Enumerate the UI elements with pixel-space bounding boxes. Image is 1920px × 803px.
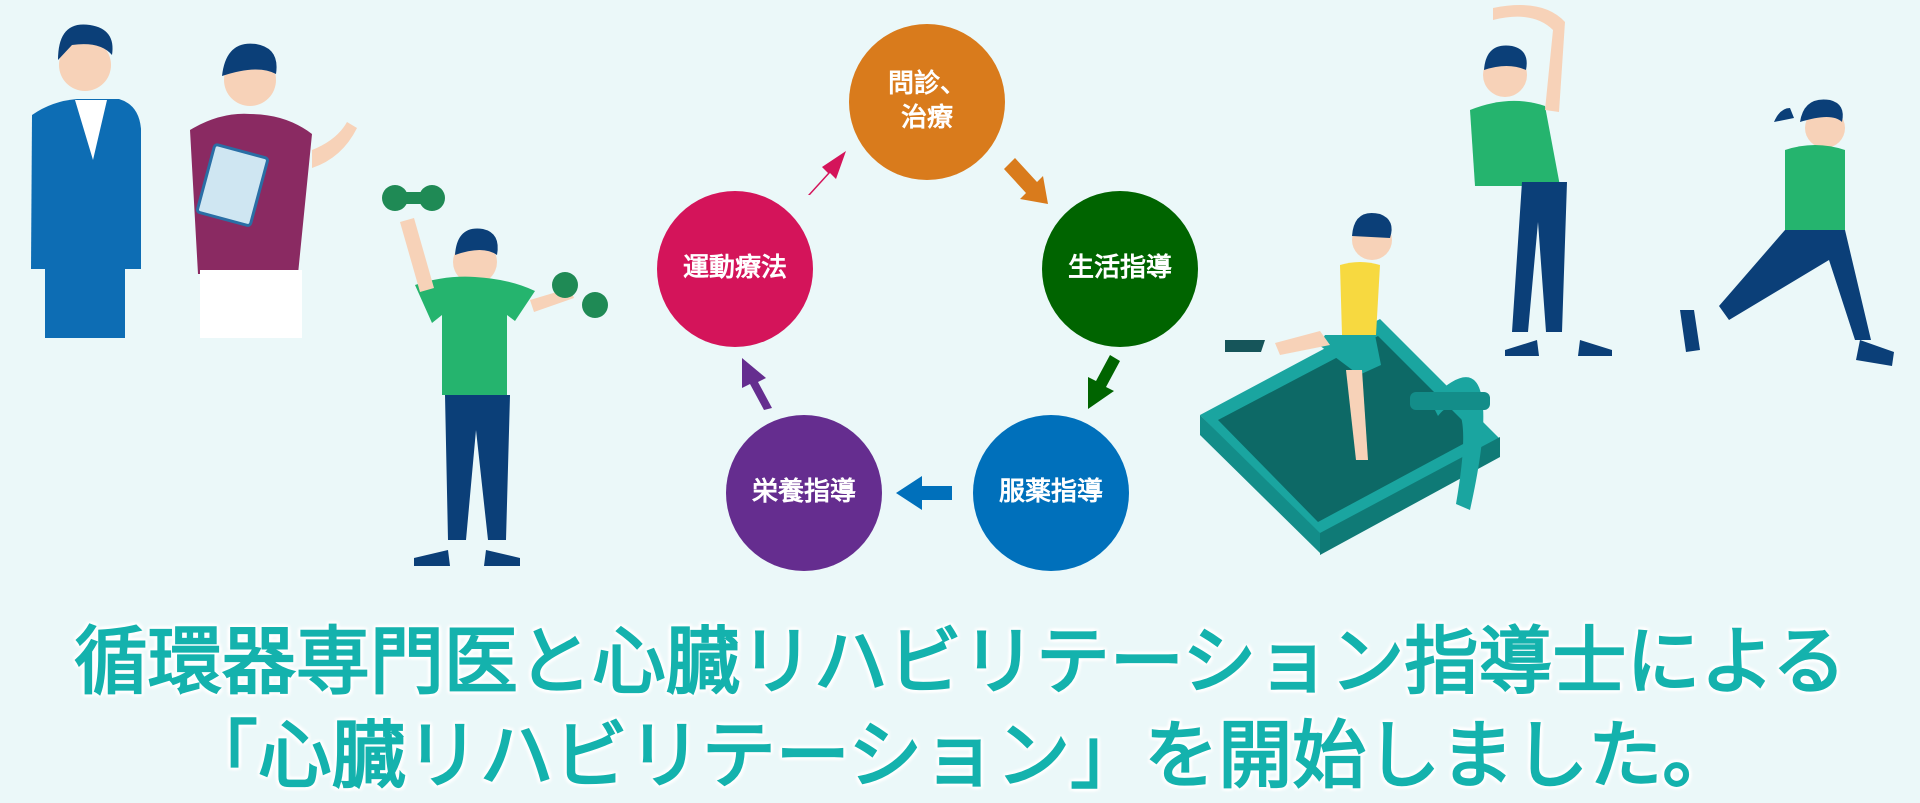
step-medication-guidance: 服薬指導 (973, 415, 1129, 571)
headline-line-1: 循環器専門医と心臓リハビリテーション指導士による (73, 619, 1847, 705)
man-dumbbell-figure (382, 185, 608, 566)
nurse-figure (190, 43, 357, 338)
treadmill-runner-figure (1200, 212, 1500, 555)
stretching-man-figure (1470, 5, 1612, 356)
arrow-green-icon (1088, 355, 1120, 409)
cycle-arrows (742, 151, 1120, 510)
headline-line-2: 「心臓リハビリテーション」を開始しました。 (183, 713, 1737, 799)
lunging-woman-figure (1680, 99, 1894, 366)
arrow-blue-icon (896, 476, 952, 510)
step-exercise-therapy: 運動療法 (657, 191, 813, 347)
arrow-pink-icon (808, 151, 846, 195)
step-nutrition-guidance: 栄養指導 (726, 415, 882, 571)
step-consultation-treatment: 問診、 治療 (849, 24, 1005, 180)
arrow-purple-icon (742, 358, 772, 410)
step-lifestyle-guidance: 生活指導 (1042, 191, 1198, 347)
doctor-figure (31, 24, 141, 338)
arrow-orange-icon (1004, 158, 1048, 204)
